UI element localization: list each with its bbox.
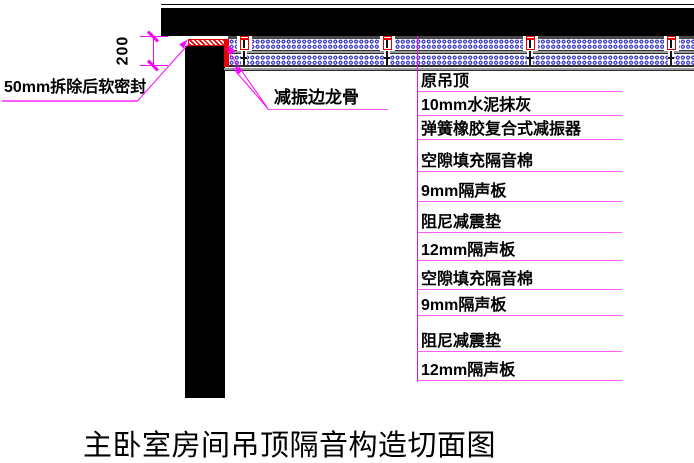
vibration-damper xyxy=(663,36,679,52)
layer-label-row: 原吊顶 xyxy=(417,70,622,93)
layer-label: 9mm隔声板 xyxy=(421,297,507,315)
layer-label: 阻尼减震垫 xyxy=(421,214,502,232)
layer-list-leader-line xyxy=(416,36,418,382)
concrete-wall xyxy=(185,46,225,398)
damper-rod xyxy=(668,51,674,65)
insulation-cotton-layer-2 xyxy=(229,54,694,66)
drawing-title: 主卧室房间吊顶隔音构造切面图 xyxy=(83,430,497,462)
layer-label: 12mm隔声板 xyxy=(421,362,516,380)
layer-label-row: 12mm隔声板 xyxy=(417,359,622,382)
layer-label-row: 空隙填充隔音棉 xyxy=(417,268,622,291)
middle-board xyxy=(229,50,694,55)
dimension-line xyxy=(152,36,154,65)
soft-seal-label: 50mm拆除后软密封 xyxy=(4,79,147,96)
damper-rod xyxy=(384,51,390,65)
layer-label-row: 空隙填充隔音棉 xyxy=(417,150,622,173)
layer-label: 空隙填充隔音棉 xyxy=(421,271,534,289)
soft-seal-hatch xyxy=(188,38,225,47)
insulation-cotton-layer-1 xyxy=(229,38,694,50)
layer-label-row: 阻尼减震垫 xyxy=(417,211,622,234)
layer-label: 阻尼减震垫 xyxy=(421,333,502,351)
soft-seal-leader-line xyxy=(137,42,190,101)
layer-label: 原吊顶 xyxy=(421,73,470,91)
layer-label: 弹簧橡胶复合式减振器 xyxy=(421,121,582,139)
layer-label-row: 阻尼减震垫 xyxy=(417,330,622,353)
layer-label-row: 10mm水泥抹灰 xyxy=(417,94,622,117)
edge-keel-underline xyxy=(267,108,388,111)
layer-label-row: 9mm隔声板 xyxy=(417,180,622,203)
slab-top-edge-line xyxy=(161,3,694,6)
layer-label: 空隙填充隔音棉 xyxy=(421,153,534,171)
layer-label: 12mm隔声板 xyxy=(421,242,516,260)
bottom-board-1 xyxy=(224,65,694,68)
edge-keel-label: 减振边龙骨 xyxy=(274,88,359,107)
layer-label-row: 12mm隔声板 xyxy=(417,239,622,262)
layer-label-row: 弹簧橡胶复合式减振器 xyxy=(417,118,622,141)
concrete-slab xyxy=(161,8,694,36)
bottom-board-2 xyxy=(224,67,694,71)
layer-label: 10mm水泥抹灰 xyxy=(421,97,532,115)
damper-rod xyxy=(527,51,533,65)
vibration-damper xyxy=(236,36,252,52)
vibration-damper xyxy=(522,36,538,52)
original-ceiling-board xyxy=(228,36,694,39)
damping-edge-keel xyxy=(224,39,229,67)
damper-rod xyxy=(241,51,247,65)
layer-label: 9mm隔声板 xyxy=(421,183,507,201)
vibration-damper xyxy=(379,36,395,52)
dimension-value: 200 xyxy=(114,35,132,66)
soft-seal-underline xyxy=(2,100,138,102)
layer-label-row: 9mm隔声板 xyxy=(417,294,622,317)
